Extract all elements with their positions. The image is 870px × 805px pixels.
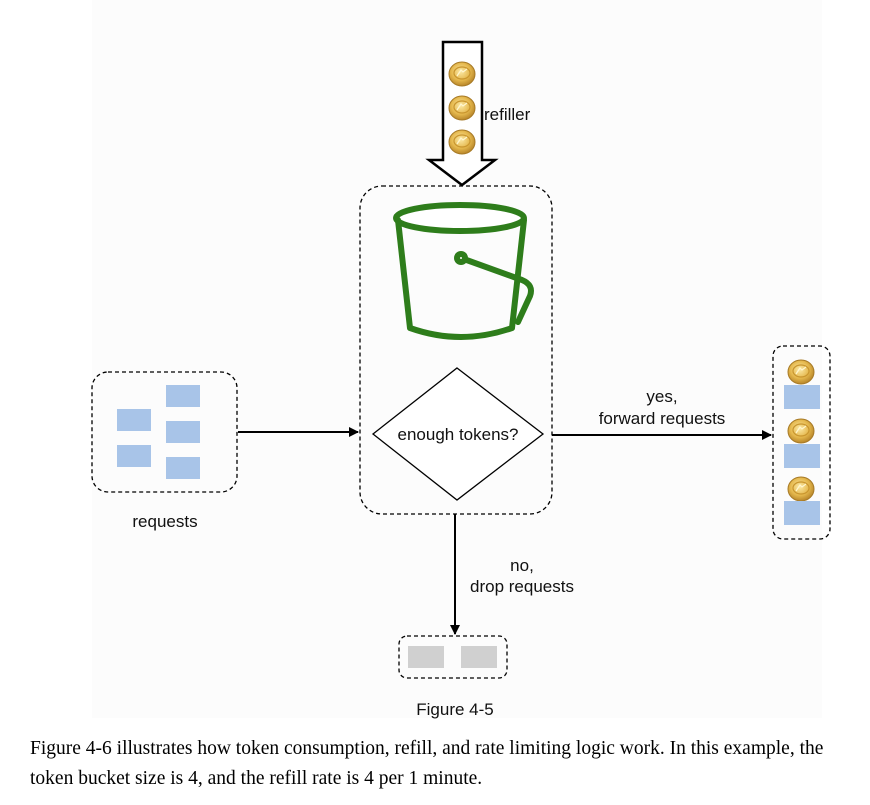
bucket-icon	[393, 202, 534, 340]
dropped-request-block	[408, 646, 444, 668]
request-block	[117, 445, 151, 467]
dropped-box	[398, 635, 508, 679]
request-block	[166, 385, 200, 407]
yes-label-line2: forward requests	[598, 409, 726, 428]
requests-label: requests	[132, 512, 198, 531]
request-block	[166, 457, 200, 479]
decision-diamond	[371, 367, 545, 501]
forwarded-request-block	[784, 444, 820, 468]
requests-box	[91, 371, 238, 493]
decision-label: enough tokens?	[397, 425, 519, 444]
coin-icon	[787, 476, 815, 502]
coin-icon	[787, 359, 815, 385]
request-block	[166, 421, 200, 443]
forwarded-request-block	[784, 385, 820, 409]
yes-label-line1: yes,	[646, 387, 678, 406]
coin-icon	[787, 418, 815, 444]
no-label-line1: no,	[510, 556, 534, 575]
coin-icon	[448, 95, 476, 121]
caption-text: Figure 4-6 illustrates how token consump…	[30, 738, 824, 789]
forwarded-request-block	[784, 501, 820, 525]
refiller-label: refiller	[484, 105, 531, 124]
dropped-request-block	[461, 646, 497, 668]
coin-icon	[448, 129, 476, 155]
forwarded-box	[772, 345, 831, 540]
figure-label: Figure 4-5	[416, 700, 494, 719]
request-block	[117, 409, 151, 431]
coin-icon	[448, 61, 476, 87]
no-label-line2: drop requests	[470, 577, 574, 596]
